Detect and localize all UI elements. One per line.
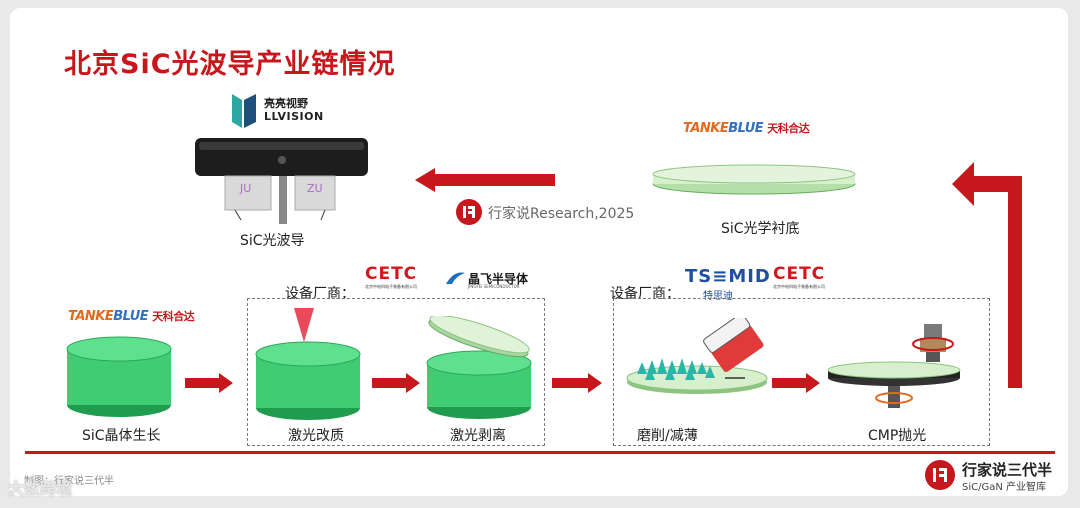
footer-divider: [25, 451, 1055, 454]
glasses-mark-left: JU: [239, 182, 251, 195]
arrow-right-icon-4: [772, 373, 820, 393]
tsemid-logo: TS≡MID 特思迪: [685, 266, 771, 302]
llvision-en: LLVISION: [264, 110, 324, 123]
brand-sub: SiC/GaN 产业智库: [962, 482, 1047, 493]
llvision-cn: 亮亮视野: [264, 97, 308, 110]
arrow-right-icon-1: [185, 373, 233, 393]
ar-glasses-image: JU ZU: [195, 138, 368, 224]
brand-logo-icon: [925, 460, 955, 490]
tankeblue-part1: TANKE: [683, 121, 729, 136]
tankeblue-cn-b: 天科合达: [152, 310, 195, 323]
laser-process-box: [247, 298, 545, 446]
tankeblue-logo-bottom: TANKEBLUE 天科合达: [68, 308, 195, 324]
laser-beam-icon: [294, 308, 314, 342]
jingfei-logo: 晶飞半导体 JINGFEI SEMICONDUCTOR: [444, 270, 528, 292]
cetc-logo-1: CETC 北京中电科电子装备有限公司: [365, 264, 417, 290]
glasses-mark-right: ZU: [307, 182, 323, 195]
label-sic-optical-substrate: SiC光学衬底: [721, 221, 800, 237]
page-title: 北京SiC光波导产业链情况: [64, 49, 396, 80]
cetc-mark-2: CETC: [773, 264, 826, 284]
label-laser-lift-off: 激光剥离: [450, 428, 506, 444]
label-grinding-thinning: 磨削/减薄: [637, 428, 698, 444]
llvision-logo: 亮亮视野 LLVISION: [230, 92, 323, 134]
label-crystal-growth: SiC晶体生长: [82, 428, 161, 444]
tsemid-cn: 特思迪: [703, 291, 733, 302]
grinding-wafer: [626, 318, 768, 394]
footer-watermark: 大数跨境: [8, 479, 73, 498]
cmp-polishing-machine: [827, 324, 961, 408]
footer-brand: 行家说三代半 SiC/GaN 产业智库: [924, 459, 1052, 495]
tankeblue-part2-b: BLUE: [113, 309, 149, 324]
sic-crystal-ingot: [66, 336, 172, 417]
optical-substrate-disc: [652, 164, 856, 195]
source-note: 制图：行家说三代半: [24, 476, 114, 487]
brand-name: 行家说三代半: [962, 461, 1053, 479]
arrow-left-icon: [415, 168, 555, 192]
tankeblue-cn: 天科合达: [767, 122, 810, 135]
jingfei-logo-icon: [446, 272, 465, 284]
cetc-sub-1: 北京中电科电子装备有限公司: [365, 284, 417, 289]
jingfei-en: JINGFEI SEMICONDUCTOR: [468, 284, 520, 289]
tankeblue-logo-top: TANKEBLUE 天科合达: [683, 120, 810, 136]
label-cmp-polishing: CMP抛光: [868, 428, 927, 444]
label-sic-waveguide: SiC光波导: [240, 233, 305, 249]
tankeblue-part2: BLUE: [728, 121, 764, 136]
grinding-polishing-box: [613, 298, 990, 446]
llvision-logo-mark: [232, 94, 256, 128]
hangjiashuo-logo-icon: [456, 199, 482, 225]
tsemid-en: TS≡MID: [685, 266, 771, 287]
jingfei-cn: 晶飞半导体: [468, 272, 529, 286]
tankeblue-part1-b: TANKE: [68, 309, 114, 324]
label-laser-modification: 激光改质: [288, 428, 344, 444]
diagram-card: [10, 8, 1068, 496]
laser-lift-off-ingot: [426, 316, 532, 419]
cetc-logo-2: CETC 北京中电科电子装备有限公司: [773, 264, 825, 290]
cetc-sub-2: 北京中电科电子装备有限公司: [773, 284, 825, 289]
center-watermark-text: 行家说Research,2025: [488, 206, 635, 222]
center-watermark: 行家说Research,2025: [455, 198, 634, 230]
arrow-right-icon-2: [372, 373, 420, 393]
arrow-right-icon-3: [552, 373, 602, 393]
laser-modification-ingot: [255, 341, 361, 420]
arrow-up-left-icon: [952, 162, 1022, 388]
cetc-mark-1: CETC: [365, 264, 418, 284]
